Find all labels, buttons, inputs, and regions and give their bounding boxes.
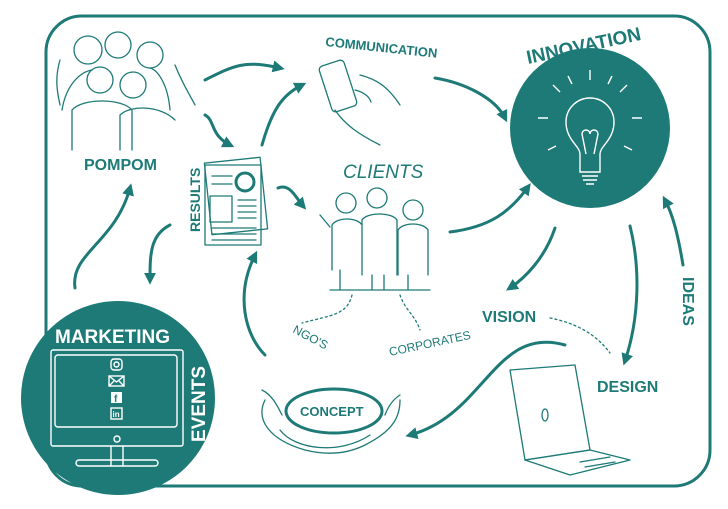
arrow-communication-innovation <box>433 76 508 123</box>
svg-text:in: in <box>113 410 120 419</box>
facebook-icon: f <box>111 392 122 405</box>
design-label: DESIGN <box>597 379 658 396</box>
monitor-icon <box>50 349 184 467</box>
arrow-vision-concept <box>405 340 567 439</box>
mail-icon <box>108 375 125 387</box>
phone-hand-illustration <box>318 59 401 146</box>
laptop-illustration <box>509 364 631 476</box>
hands-illustration <box>261 389 401 454</box>
corporates-label: CORPORATES <box>388 328 472 359</box>
ngos-label: NGO'S <box>291 322 331 352</box>
results-document-illustration <box>203 156 269 246</box>
linkedin-icon: in <box>110 407 123 420</box>
pompom-label: POMPOM <box>84 157 157 174</box>
frame <box>44 14 712 488</box>
arrow-pompom-communication <box>203 60 285 82</box>
lightbulb-icon <box>538 70 642 185</box>
marketing-label: MARKETING <box>55 327 170 348</box>
arrow-results-marketing <box>144 223 172 285</box>
vision-connector <box>549 317 611 354</box>
clients-people-illustration <box>319 187 431 291</box>
pompom-people-illustration <box>56 31 196 151</box>
ideas-label: IDEAS <box>679 277 696 326</box>
innovation-circle <box>510 48 670 208</box>
concept-label: CONCEPT <box>300 404 364 419</box>
corporates-connector <box>399 294 421 331</box>
communication-label: COMMUNICATION <box>325 34 438 61</box>
arrow-clients-innovation <box>448 183 531 234</box>
arrow-marketing-pompom <box>73 183 134 290</box>
svg-text:f: f <box>114 394 118 405</box>
instagram-icon <box>110 358 123 371</box>
vision-label: VISION <box>482 309 536 326</box>
arrow-ideas-innovation <box>662 195 685 267</box>
flow-arrows <box>73 60 685 439</box>
events-label: EVENTS <box>189 366 210 442</box>
ngos-connector <box>301 294 353 324</box>
arrow-results-communication <box>260 82 307 147</box>
concept-ellipse <box>284 387 384 435</box>
clients-label: CLIENTS <box>343 162 424 183</box>
arrow-innovation-vision <box>506 226 557 291</box>
arrow-innovation-design <box>621 224 639 366</box>
arrow-pompom-results <box>203 113 235 148</box>
results-label: RESULTS <box>187 168 203 232</box>
arrow-concept-results <box>242 250 267 357</box>
arrow-results-clients <box>276 185 307 210</box>
